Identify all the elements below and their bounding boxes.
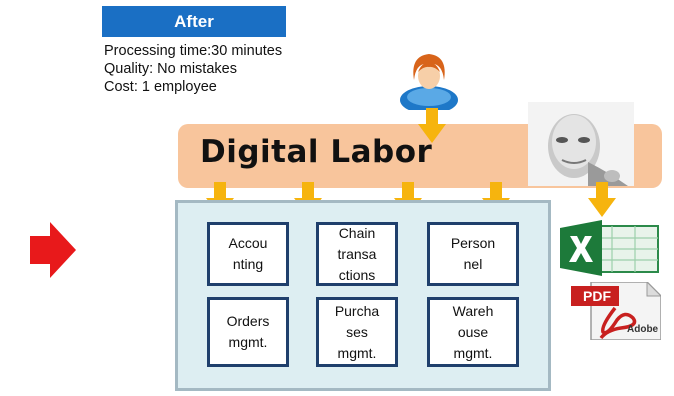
module-purchases-mgmt: Purcha ses mgmt. <box>316 297 398 367</box>
cost-text: Cost: 1 employee <box>104 79 217 95</box>
processing-time-text: Processing time:30 minutes <box>104 43 283 59</box>
module-personnel: Person nel <box>427 222 519 286</box>
digital-labor-title: Digital Labor <box>200 134 433 170</box>
robot-icon <box>528 102 634 186</box>
excel-icon <box>560 220 659 276</box>
quality-text: Quality: No mistakes <box>104 61 237 77</box>
after-badge: After <box>102 6 286 37</box>
down-arrow-icon <box>418 108 446 143</box>
module-chain-transactions: Chain transa ctions <box>316 222 398 286</box>
user-icon <box>400 54 458 110</box>
module-accounting: Accou nting <box>207 222 289 286</box>
right-arrow-icon <box>30 222 76 278</box>
down-arrow-icon <box>482 182 510 217</box>
down-arrow-icon <box>588 182 616 217</box>
down-arrow-icon <box>294 182 322 217</box>
module-orders-mgmt: Orders mgmt. <box>207 297 289 367</box>
pdf-icon: PDF Adobe <box>571 282 661 340</box>
adobe-label: Adobe <box>627 324 659 335</box>
down-arrow-icon <box>206 182 234 217</box>
down-arrow-icon <box>394 182 422 217</box>
module-warehouse-mgmt: Wareh ouse mgmt. <box>427 297 519 367</box>
pdf-label: PDF <box>583 288 611 304</box>
